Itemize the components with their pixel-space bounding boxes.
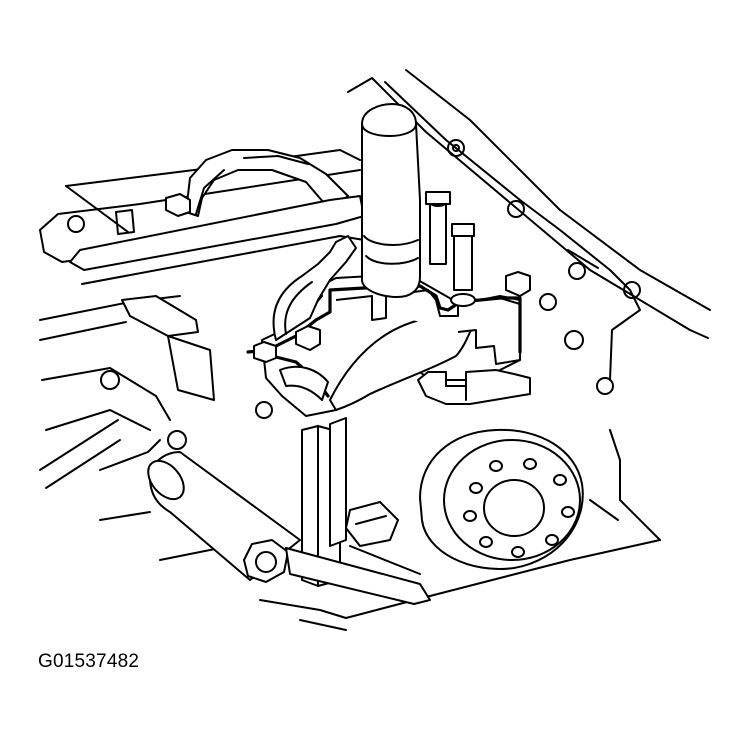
crankshaft-flange: [419, 428, 584, 570]
main-cap-bolts: [253, 191, 531, 363]
lower-hardware: [345, 501, 421, 575]
figure-identifier: G01537482: [38, 651, 140, 672]
support-bar: [147, 451, 431, 605]
crankshaft-web: [272, 235, 357, 401]
slide-hammer-tool: [69, 103, 421, 298]
housing-bolt: [115, 193, 191, 235]
side-bracket: [121, 295, 215, 401]
puller-legs: [301, 417, 347, 587]
